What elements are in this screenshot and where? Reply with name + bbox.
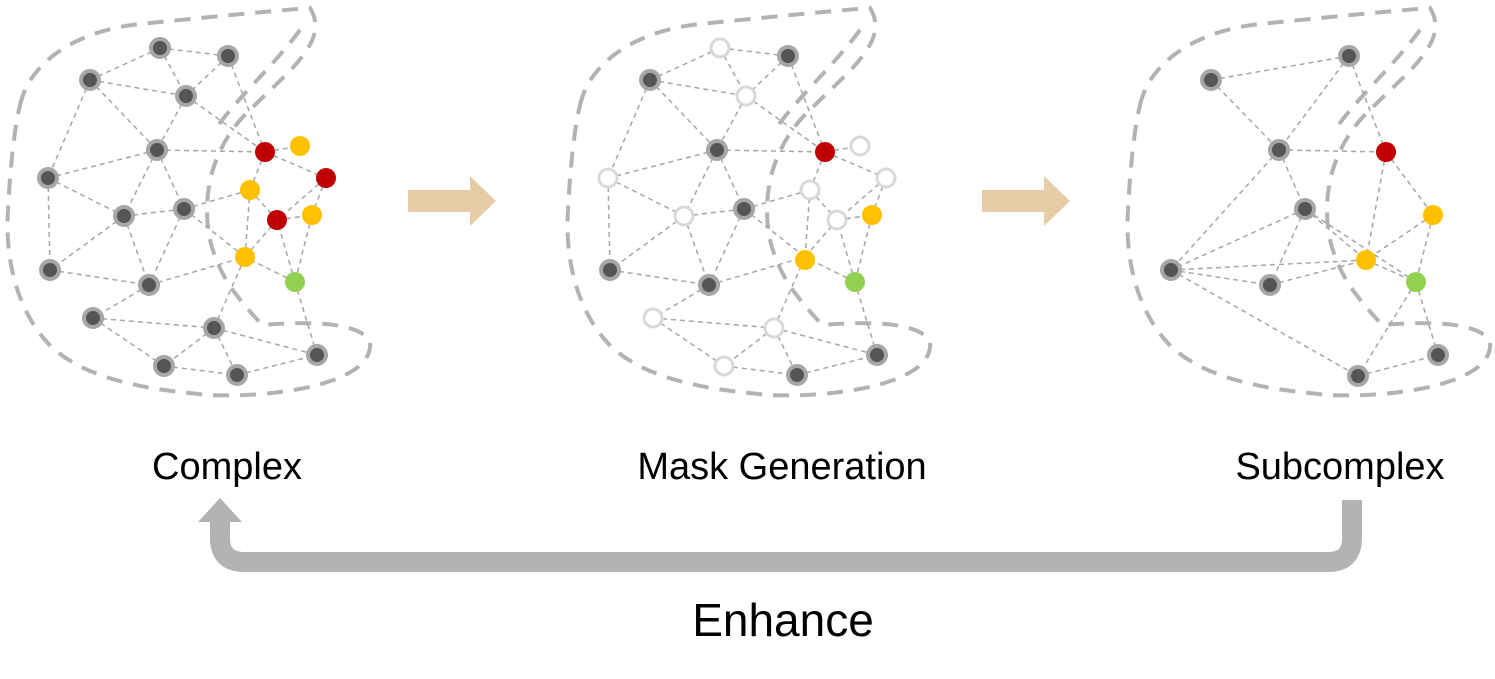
subcomplex-nodes (1160, 45, 1449, 387)
graph-node (226, 364, 248, 386)
graph-node (306, 344, 328, 366)
graph-node (733, 198, 755, 220)
complex-nodes (37, 37, 336, 386)
masked-node (673, 205, 695, 227)
graph-node-yellow (862, 205, 882, 225)
graph-node (1268, 139, 1290, 161)
graph-node (153, 355, 175, 377)
graph-node (39, 259, 61, 281)
graph-node-red (267, 210, 287, 230)
graph-node-yellow (1423, 205, 1443, 225)
masked-node (713, 355, 735, 377)
masked-node (763, 317, 785, 339)
graph-node-yellow (302, 205, 322, 225)
stage-label-mask-generation: Mask Generation (637, 446, 927, 488)
masked-node (826, 209, 848, 231)
subcomplex-inner-divider (1333, 28, 1422, 132)
graph-node-yellow (1356, 250, 1376, 270)
graph-node (1347, 365, 1369, 387)
graph-node (706, 139, 728, 161)
graph-node (1160, 259, 1182, 281)
masked-node (849, 135, 871, 157)
feedback-arrow-head (198, 498, 242, 522)
graph-node-red (255, 142, 275, 162)
complex-region-outline (5, 5, 373, 398)
subcomplex-edges (1170, 55, 1439, 377)
feedback-arrow-line (210, 500, 1362, 572)
graph-node (138, 274, 160, 296)
masked-node (875, 167, 897, 189)
graph-node-yellow (290, 136, 310, 156)
masked-node (799, 179, 821, 201)
stage-label-complex: Complex (152, 446, 302, 488)
graph-node-yellow (240, 180, 260, 200)
graph-node (599, 259, 621, 281)
mask-inner-divider (773, 28, 862, 132)
subcomplex-region-outline (1125, 5, 1493, 398)
graph-node (866, 344, 888, 366)
graph-node (146, 139, 168, 161)
graph-node (175, 85, 197, 107)
masked-node (735, 85, 757, 107)
forward-arrow-1 (408, 176, 496, 226)
graph-node (1427, 344, 1449, 366)
graph-node (698, 274, 720, 296)
graph-node (777, 45, 799, 67)
graph-node (786, 364, 808, 386)
mask-generation-graph (565, 5, 933, 398)
graph-node-yellow (235, 247, 255, 267)
masked-node (597, 167, 619, 189)
graph-node-red (815, 142, 835, 162)
graph-node (1259, 274, 1281, 296)
graph-node (1294, 198, 1316, 220)
graph-node-green (1406, 272, 1426, 292)
graph-node-red (316, 168, 336, 188)
graph-node-red (1376, 142, 1396, 162)
graph-node-green (285, 272, 305, 292)
mask-region-outline (565, 5, 933, 398)
graph-node-green (845, 272, 865, 292)
graph-node (37, 167, 59, 189)
mask-nodes (597, 37, 897, 386)
graph-node (82, 307, 104, 329)
graph-node (217, 45, 239, 67)
graph-node-yellow (795, 250, 815, 270)
complex-graph (5, 5, 373, 398)
feedback-label-enhance: Enhance (692, 594, 874, 646)
graph-node (1338, 45, 1360, 67)
graph-node (203, 317, 225, 339)
graph-node (113, 205, 135, 227)
stage-label-subcomplex: Subcomplex (1235, 446, 1445, 488)
subcomplex-graph (1125, 5, 1493, 398)
graph-node (173, 198, 195, 220)
forward-arrow-2 (982, 176, 1070, 226)
masked-node (709, 37, 731, 59)
graph-node (639, 69, 661, 91)
graph-node (1200, 69, 1222, 91)
complex-inner-divider (213, 28, 302, 132)
graph-node (149, 37, 171, 59)
graph-node (79, 69, 101, 91)
masked-node (642, 307, 664, 329)
